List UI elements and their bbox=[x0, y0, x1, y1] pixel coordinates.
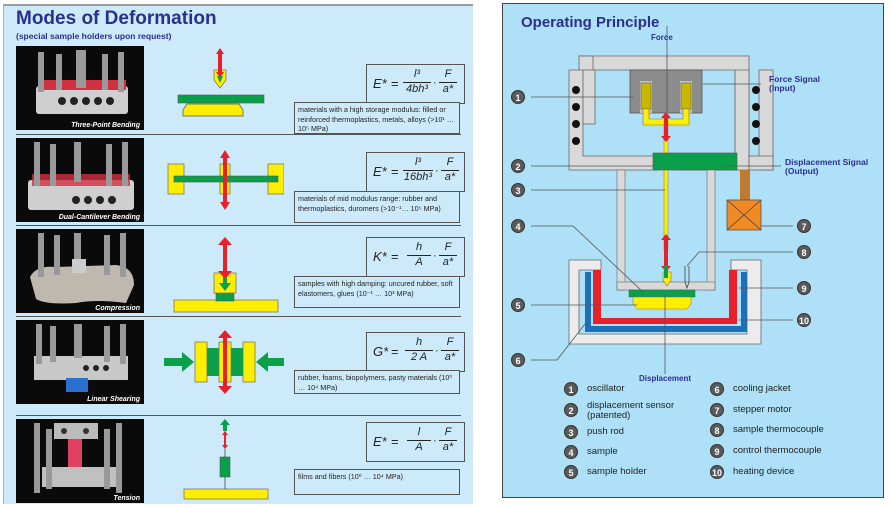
cooling-jacket bbox=[585, 272, 747, 332]
callout-6: 6 bbox=[511, 353, 525, 367]
coil-right bbox=[680, 82, 692, 110]
divider bbox=[16, 415, 461, 416]
legend-badge: 3 bbox=[564, 425, 578, 439]
description-three-point-bending: materials with a high storage modulus: f… bbox=[294, 102, 460, 134]
legend-badge: 5 bbox=[564, 465, 578, 479]
operating-principle-title: Operating Principle bbox=[521, 14, 660, 31]
callout-8: 8 bbox=[797, 245, 811, 259]
legend-badge: 9 bbox=[710, 444, 724, 458]
legend-item: sample thermocouple bbox=[733, 424, 824, 435]
description-tension: films and fibers (10⁰ … 10⁴ MPa) bbox=[294, 469, 460, 495]
legend-item: push rod bbox=[587, 426, 624, 437]
callout-7: 7 bbox=[797, 219, 811, 233]
legend-item: heating device bbox=[733, 466, 795, 477]
legend-badge: 4 bbox=[564, 445, 578, 459]
legend-item: control thermocouple bbox=[733, 445, 822, 456]
linear-shearing-photo: Linear Shearing bbox=[16, 320, 144, 404]
yoke bbox=[642, 108, 690, 126]
description-compression: samples with high damping: uncured rubbe… bbox=[294, 276, 460, 308]
heating-device bbox=[593, 270, 737, 324]
callout-1: 1 bbox=[511, 90, 525, 104]
callout-5: 5 bbox=[511, 298, 525, 312]
legend-item: sample bbox=[587, 446, 618, 457]
modes-subtitle: (special sample holders upon request) bbox=[16, 31, 172, 41]
callout-2: 2 bbox=[511, 159, 525, 173]
divider bbox=[16, 134, 461, 135]
divider bbox=[16, 225, 461, 226]
fixture-image bbox=[34, 324, 128, 392]
coil-left bbox=[640, 82, 652, 110]
operating-principle-diagram bbox=[531, 26, 793, 374]
description-dual-cantilever: materials of mid modulus range: rubber a… bbox=[294, 191, 460, 223]
dual-cantilever-schematic bbox=[164, 138, 285, 222]
legend-item: oscillator bbox=[587, 383, 625, 394]
displacement-label: Displacement bbox=[639, 374, 692, 383]
bearing-balls-left bbox=[572, 86, 580, 145]
mode-caption: Compression bbox=[95, 305, 140, 312]
legend-item: displacement sensor (patented) bbox=[587, 400, 675, 421]
callout-3: 3 bbox=[511, 183, 525, 197]
displacement-signal-label: Displacement Signal(Output) bbox=[785, 157, 869, 176]
bearing-balls-right bbox=[752, 86, 760, 145]
mode-caption: Linear Shearing bbox=[87, 396, 140, 403]
legend-item: sample holder bbox=[587, 466, 647, 477]
legend-badge: 1 bbox=[564, 382, 578, 396]
lead-screw bbox=[740, 170, 750, 200]
sample bbox=[628, 289, 696, 298]
three-point-bending-schematic bbox=[164, 46, 284, 130]
mode-caption: Dual-Cantilever Bending bbox=[58, 214, 140, 221]
frame bbox=[568, 55, 774, 171]
dual-cantilever-photo: Dual-Cantilever Bending bbox=[16, 138, 144, 222]
mode-caption: Three-Point Bending bbox=[71, 122, 140, 129]
leader-lines bbox=[531, 26, 793, 374]
fixture-image bbox=[30, 233, 134, 304]
displacement-sensor bbox=[652, 152, 738, 171]
description-linear-shearing: rubber, foams, biopolymers, pasty materi… bbox=[294, 370, 460, 394]
divider bbox=[16, 316, 461, 317]
tension-photo: Tension bbox=[16, 419, 144, 503]
force-label: Force bbox=[651, 33, 673, 42]
sample-holder bbox=[632, 296, 692, 310]
modes-of-deformation-panel: Modes of Deformation (special sample hol… bbox=[3, 4, 473, 504]
legend-badge: 8 bbox=[710, 423, 724, 437]
operating-principle-panel: Operating Principle bbox=[502, 3, 884, 498]
callout-4: 4 bbox=[511, 219, 525, 233]
callout-10: 10 bbox=[797, 313, 811, 327]
mode-caption: Tension bbox=[113, 495, 140, 502]
modes-title: Modes of Deformation bbox=[16, 8, 217, 29]
compression-photo: Compression bbox=[16, 229, 144, 313]
fixture-image bbox=[34, 423, 122, 493]
linear-shearing-schematic bbox=[164, 320, 286, 404]
sample-thermocouple bbox=[684, 266, 690, 290]
fixture-image bbox=[36, 50, 128, 114]
legend-badge: 7 bbox=[710, 403, 724, 417]
callout-9: 9 bbox=[797, 281, 811, 295]
tension-schematic bbox=[164, 419, 284, 503]
legend-item: cooling jacket bbox=[733, 383, 791, 394]
legend-badge: 2 bbox=[564, 403, 578, 417]
legend-badge: 6 bbox=[710, 382, 724, 396]
legend-item: stepper motor bbox=[733, 404, 792, 415]
three-point-bending-photo: Three-Point Bending bbox=[16, 46, 144, 130]
force-signal-label: Force Signal(Input) bbox=[769, 74, 821, 93]
compression-schematic bbox=[164, 229, 284, 313]
legend-badge: 10 bbox=[710, 465, 724, 479]
fixture-image bbox=[28, 142, 134, 210]
